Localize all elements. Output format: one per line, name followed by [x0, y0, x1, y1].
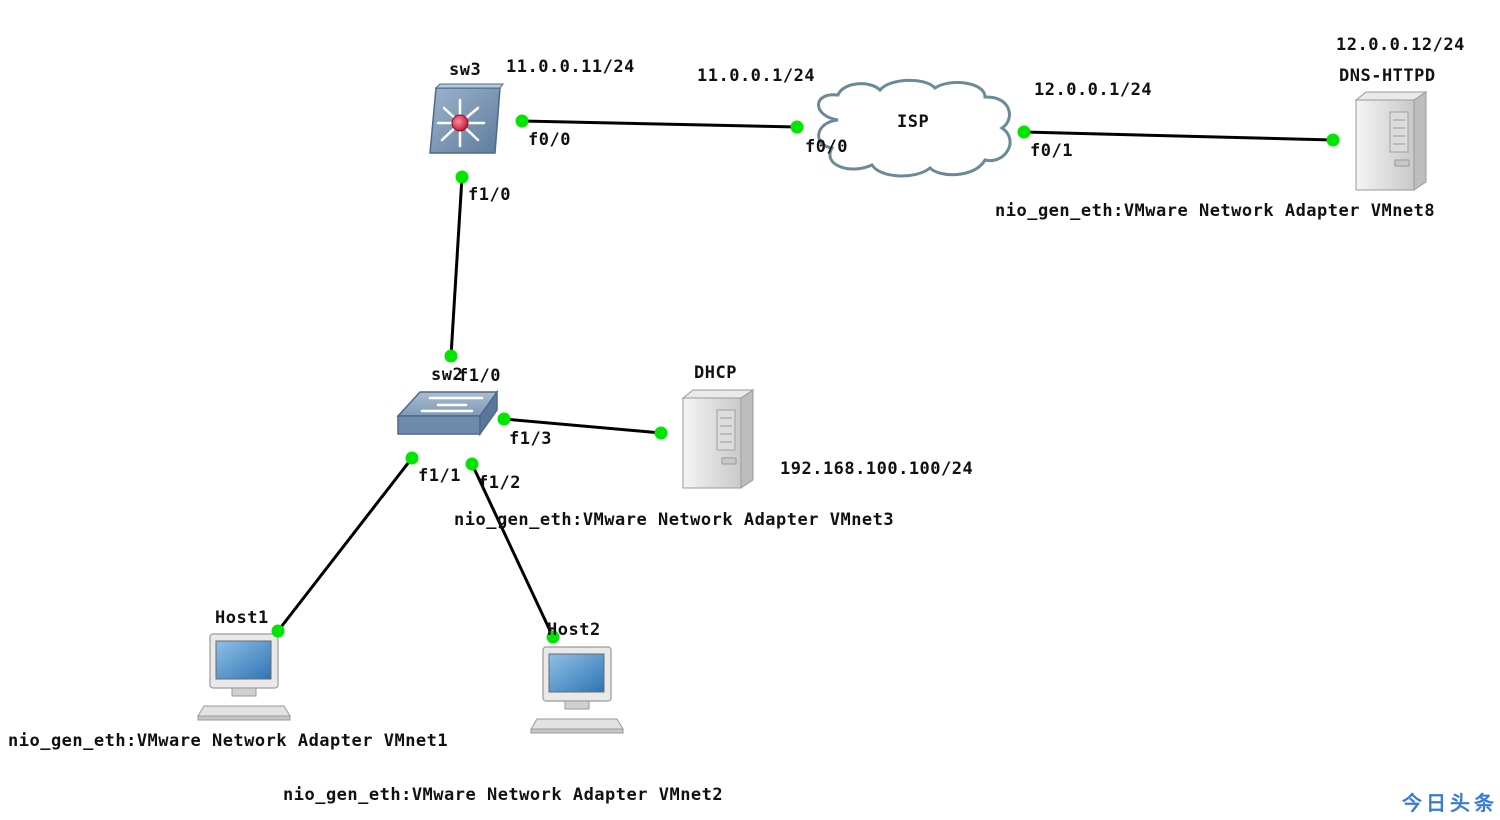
- isp-right-ip-label: 12.0.0.1/24: [1034, 80, 1153, 100]
- port-dot-sw2-f11[interactable]: [405, 451, 419, 465]
- port-dot-sw3-f10[interactable]: [455, 170, 469, 184]
- link-sw3-isp[interactable]: [521, 119, 798, 129]
- link-sw2-host1[interactable]: [276, 457, 414, 632]
- sw2-port-f10-label: f1/0: [458, 366, 501, 386]
- port-dot-host2[interactable]: [546, 630, 560, 644]
- dhcp-server-icon[interactable]: [681, 389, 755, 489]
- port-dot-dhcp[interactable]: [654, 426, 668, 440]
- port-dot-isp-f00[interactable]: [790, 120, 804, 134]
- port-dots: [271, 114, 1340, 644]
- watermark-logo: 今日头条: [1402, 791, 1498, 815]
- dns-ip-label: 12.0.0.12/24: [1336, 35, 1465, 55]
- host1-adapter-label: nio_gen_eth:VMware Network Adapter VMnet…: [8, 731, 449, 751]
- dns-name-label: DNS-HTTPD: [1339, 66, 1436, 86]
- dns-adapter-label: nio_gen_eth:VMware Network Adapter VMnet…: [995, 201, 1436, 221]
- host1-name-label: Host1: [215, 608, 269, 628]
- sw2-port-f11-label: f1/1: [418, 466, 461, 486]
- link-sw2-dhcp[interactable]: [503, 417, 662, 435]
- sw3-ip-label: 11.0.0.11/24: [506, 57, 635, 77]
- isp-name-label: ISP: [897, 112, 930, 132]
- isp-port-f01-label: f0/1: [1030, 141, 1073, 161]
- sw3-name-label: sw3: [449, 60, 482, 80]
- links: [276, 119, 1334, 638]
- port-dot-sw3-f00[interactable]: [515, 114, 529, 128]
- multilayer-switch-icon[interactable]: [429, 83, 504, 154]
- isp-cloud-icon[interactable]: [817, 78, 1012, 178]
- host1-computer-icon[interactable]: [197, 633, 291, 721]
- link-isp-dns[interactable]: [1023, 130, 1334, 142]
- dhcp-adapter-label: nio_gen_eth:VMware Network Adapter VMnet…: [454, 510, 895, 530]
- sw2-name-label: sw2: [431, 365, 464, 385]
- port-dot-host1[interactable]: [271, 624, 285, 638]
- port-dot-sw2-f12[interactable]: [465, 457, 479, 471]
- host2-computer-icon[interactable]: [530, 646, 624, 734]
- link-sw3-sw2[interactable]: [449, 176, 464, 357]
- sw3-port-f10-label: f1/0: [468, 185, 511, 205]
- sw2-port-f13-label: f1/3: [509, 429, 552, 449]
- port-dot-dns[interactable]: [1326, 133, 1340, 147]
- sw3-port-f00-label: f0/0: [528, 130, 571, 150]
- isp-left-ip-label: 11.0.0.1/24: [697, 66, 816, 86]
- sw2-port-f12-label: f1/2: [478, 473, 521, 493]
- port-dot-isp-f01[interactable]: [1017, 125, 1031, 139]
- dhcp-name-label: DHCP: [694, 363, 737, 383]
- dhcp-ip-label: 192.168.100.100/24: [780, 459, 974, 479]
- switch-icon[interactable]: [396, 389, 499, 437]
- isp-port-f00-label: f0/0: [805, 137, 848, 157]
- dns-server-icon[interactable]: [1354, 91, 1428, 191]
- host2-name-label: Host2: [547, 620, 601, 640]
- host2-adapter-label: nio_gen_eth:VMware Network Adapter VMnet…: [283, 785, 724, 805]
- port-dot-sw2-f13[interactable]: [497, 412, 511, 426]
- link-sw2-host2[interactable]: [470, 463, 555, 638]
- port-dot-sw2-f10[interactable]: [444, 349, 458, 363]
